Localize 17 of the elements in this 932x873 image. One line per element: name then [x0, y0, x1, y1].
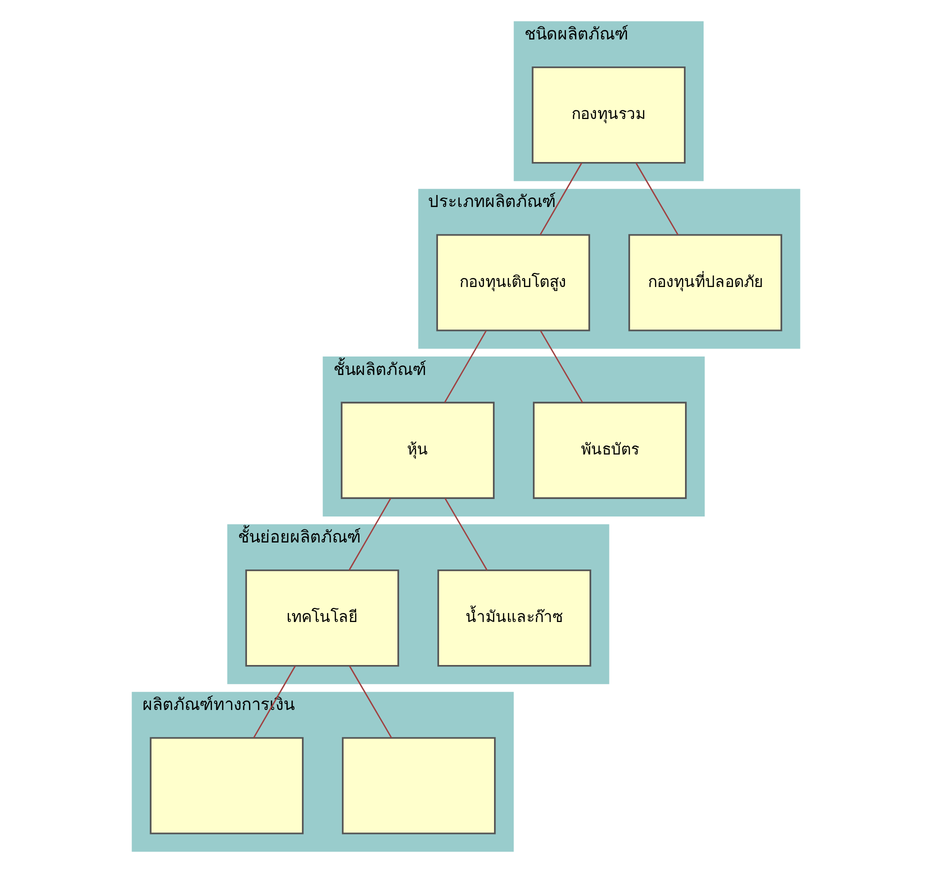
node-box: หุ้น	[340, 402, 495, 499]
node-box	[342, 737, 496, 834]
node-box: กองทุนเติบโตสูง	[436, 234, 590, 332]
node-box: พันธบัตร	[532, 402, 687, 499]
node-box: เทคโนโลยี	[245, 569, 400, 667]
node-box	[150, 737, 304, 834]
connector	[540, 330, 584, 403]
node-box: กองทุนที่ปลอดภัย	[628, 234, 782, 332]
node-box: น้ำมันและก๊าซ	[437, 569, 592, 667]
connector	[444, 498, 488, 570]
connector	[349, 666, 392, 738]
connector	[444, 330, 487, 403]
node-box: กองทุนรวม	[532, 66, 686, 164]
connector	[348, 498, 392, 570]
connector	[253, 666, 296, 738]
connector	[636, 162, 679, 236]
connector	[540, 162, 582, 236]
